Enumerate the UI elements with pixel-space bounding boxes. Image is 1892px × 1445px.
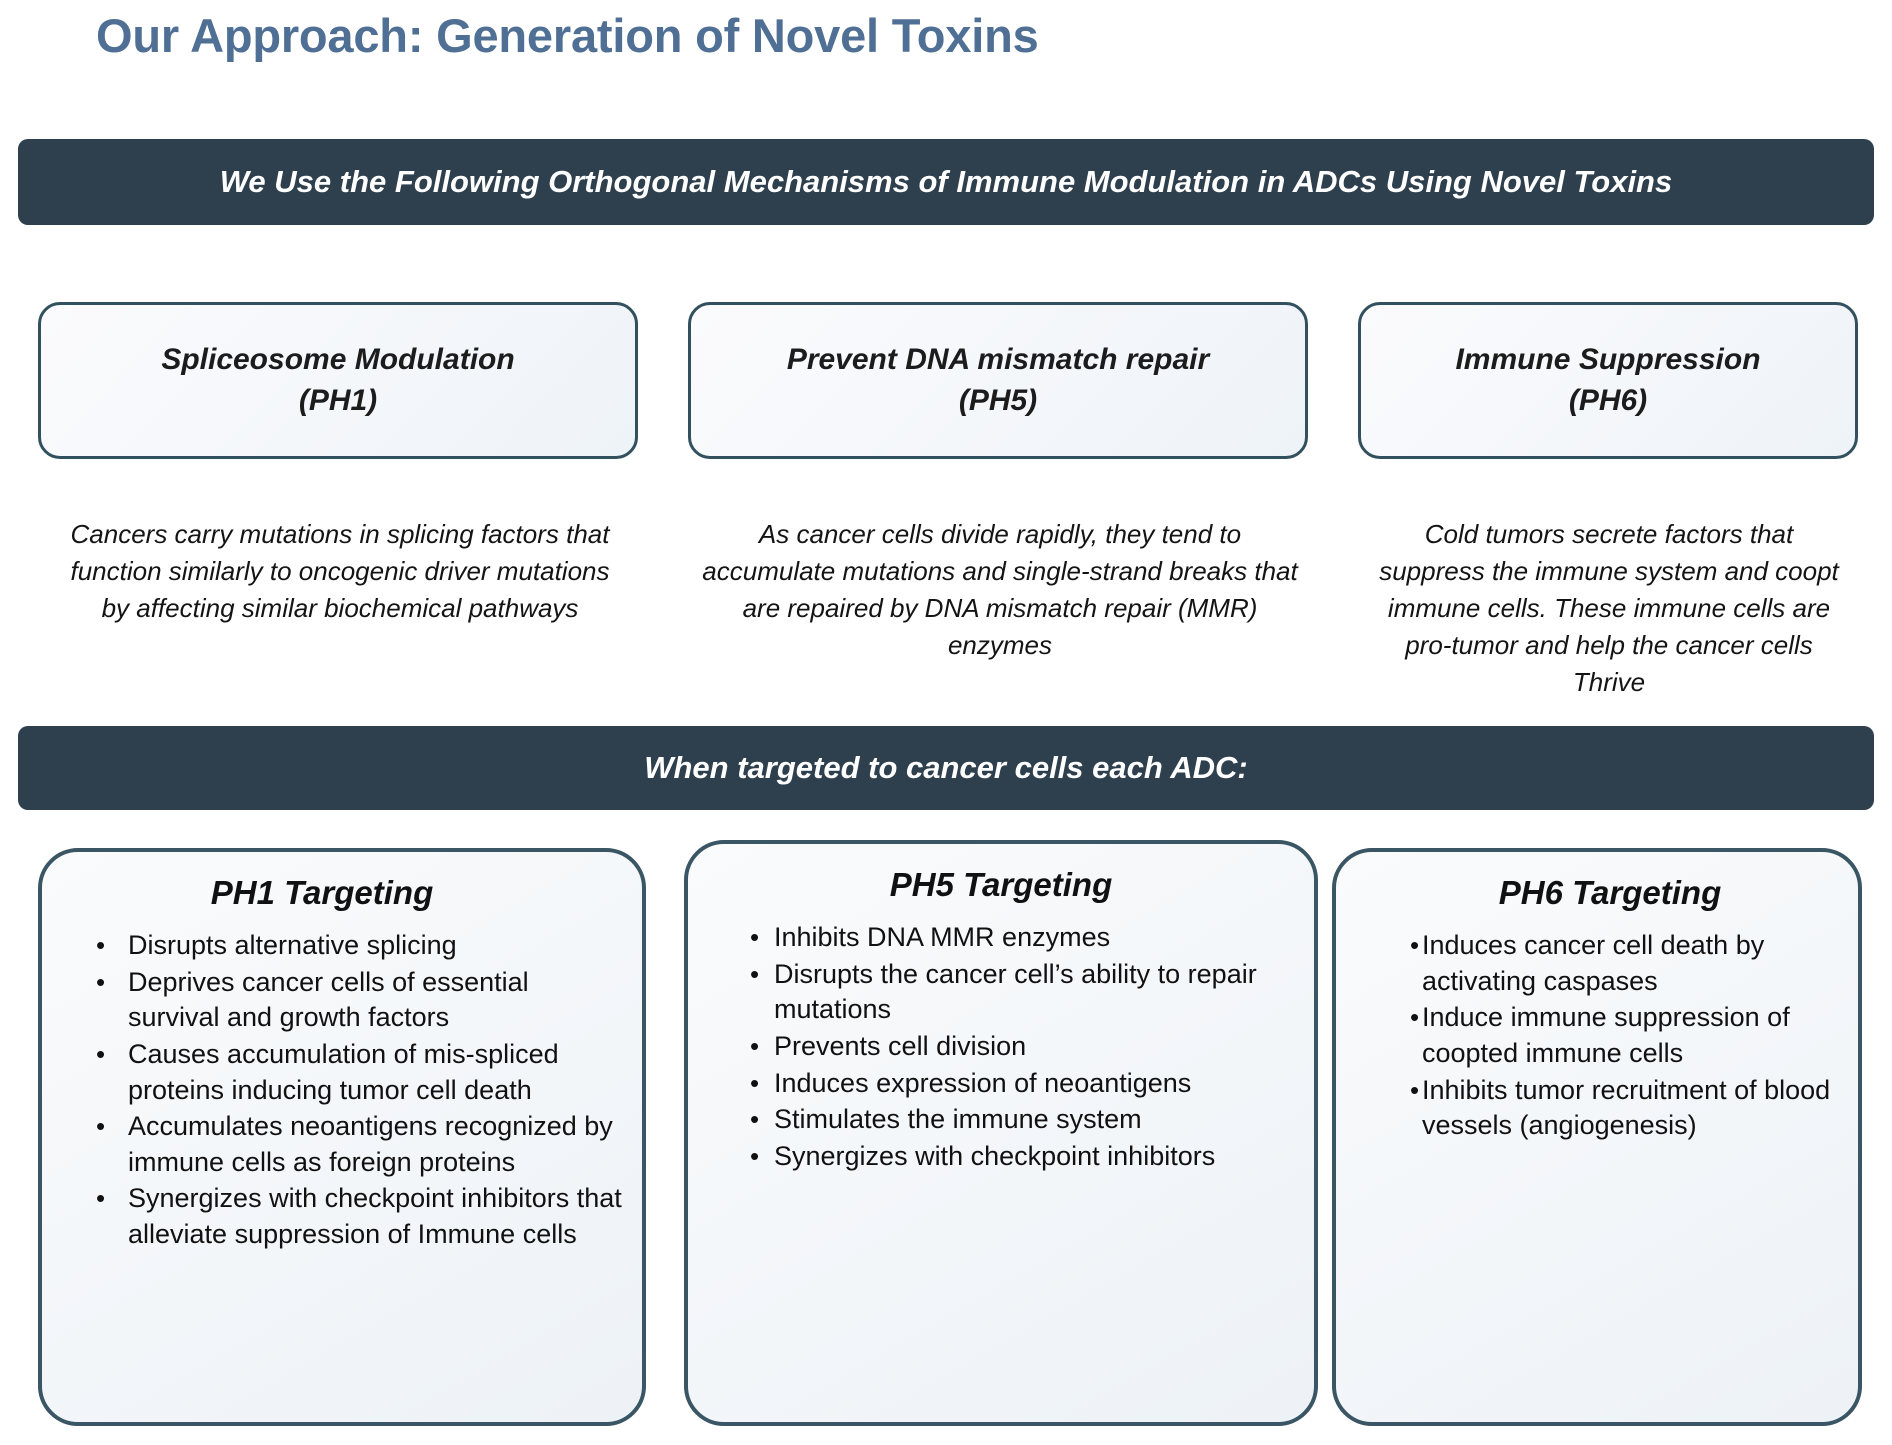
banner-mid-text: When targeted to cancer cells each ADC: — [644, 750, 1248, 785]
bullet-dot-icon: • — [750, 1067, 760, 1098]
list-item: • Inhibits DNA MMR enzymes — [708, 920, 1284, 956]
list-item: • Synergizes with checkpoint inhibitors t… — [62, 1181, 622, 1252]
list-item-label: Deprives cancer cells of essential survi… — [128, 966, 529, 1033]
bullet-dot-icon: • — [750, 1030, 760, 1061]
bullet-dot-icon: • — [750, 1140, 760, 1171]
targeting-title-ph6: PH6 Targeting — [1498, 874, 1722, 911]
mechanism-title-ph6: Immune Suppression — [1455, 343, 1761, 376]
list-item-label: Accumulates neoantigens recognized by im… — [128, 1111, 613, 1177]
bullet-dot-icon: • — [96, 1111, 106, 1142]
targeting-title-ph1: PH1 Targeting — [210, 874, 434, 911]
mechanism-card-row: Spliceosome Modulation (PH1) Prevent DNA… — [0, 302, 1892, 462]
list-item-label: Stimulates the immune system — [774, 1104, 1142, 1135]
targeting-bullet-list-ph6: •Induces cancer cell death by activating… — [1356, 928, 1838, 1144]
list-item: •Induce immune suppression of coopted im… — [1356, 1000, 1834, 1071]
list-item: • Disrupts the cancer cell’s ability to r… — [708, 957, 1284, 1028]
mechanism-code-ph6: (PH6) — [1568, 383, 1648, 417]
list-item: • Synergizes with checkpoint inhibitors — [708, 1139, 1284, 1175]
banner-orthogonal-mechanisms: We Use the Following Orthogonal Mechanis… — [18, 139, 1874, 225]
bullet-dot-icon: • — [96, 930, 106, 960]
list-item-label: Disrupts alternative splicing — [128, 930, 457, 960]
list-item: • Disrupts alternative splicing — [62, 928, 622, 964]
list-item: • Causes accumulation of mis-spliced prot… — [62, 1037, 622, 1108]
targeting-bullet-list-ph1: • Disrupts alternative splicing • Deprives … — [62, 928, 622, 1253]
list-item-label: Disrupts the cancer cell’s ability to re… — [774, 958, 1257, 1025]
list-item: •Induces cancer cell death by activating… — [1356, 928, 1834, 999]
mechanism-card-ph5[interactable]: Prevent DNA mismatch repair (PH5) — [688, 302, 1308, 459]
list-item: • Induces expression of neoantigens — [708, 1066, 1284, 1102]
list-item-label: Causes accumulation of mis-spliced prote… — [128, 1038, 559, 1105]
targeting-card-ph1[interactable]: PH1 Targeting • Disrupts alternative spli… — [38, 848, 646, 1426]
targeting-card-ph5[interactable]: PH5 Targeting •Inhibits DNA MMR enzymes•… — [684, 840, 1318, 1426]
mechanism-card-ph1[interactable]: Spliceosome Modulation (PH1) — [38, 302, 638, 459]
targeting-card-row: PH1 Targeting • Disrupts alternative spli… — [0, 840, 1892, 1428]
mechanism-title-ph1: Spliceosome Modulation — [161, 343, 515, 376]
mechanism-code-ph5: (PH5) — [958, 383, 1038, 417]
bullet-dot-icon: • — [1410, 930, 1420, 960]
mechanism-title-ph5: Prevent DNA mismatch repair — [786, 343, 1210, 376]
bullet-dot-icon: • — [750, 958, 760, 989]
bullet-dot-icon: • — [1410, 1002, 1420, 1033]
list-item-label: Synergizes with checkpoint inhibitors th… — [128, 1183, 622, 1249]
page-title: Our Approach: Generation of Novel Toxins — [96, 9, 1039, 62]
list-item: • Deprives cancer cells of essential surv… — [62, 965, 622, 1036]
bullet-dot-icon: • — [96, 966, 106, 997]
list-item-label: Synergizes with checkpoint inhibitors — [774, 1140, 1216, 1171]
list-item: •Inhibits tumor recruitment of blood ves… — [1356, 1073, 1834, 1144]
bullet-dot-icon: • — [96, 1038, 106, 1069]
list-item-label: Prevents cell division — [774, 1030, 1027, 1061]
banner-top-text: We Use the Following Orthogonal Mechanis… — [219, 164, 1673, 199]
list-item: • Accumulates neoantigens recognized by i… — [62, 1109, 622, 1180]
mechanism-code-ph1: (PH1) — [298, 383, 378, 417]
bullet-dot-icon: • — [750, 922, 760, 952]
mechanism-description-ph6: Cold tumors secrete factors that suppres… — [1379, 519, 1839, 697]
list-item-label: Induce immune suppression of coopted imm… — [1422, 1002, 1790, 1068]
list-item: • Stimulates the immune system — [708, 1102, 1284, 1138]
bullet-dot-icon: • — [1410, 1074, 1420, 1105]
list-item-label: Inhibits tumor recruitment of blood vess… — [1422, 1074, 1831, 1141]
list-item-label: Induces expression of neoantigens — [774, 1067, 1192, 1098]
targeting-title-ph5: PH5 Targeting — [889, 866, 1113, 903]
banner-when-targeted: When targeted to cancer cells each ADC: — [18, 726, 1874, 810]
targeting-card-ph6[interactable]: PH6 Targeting •Induces cancer cell death… — [1332, 848, 1862, 1426]
targeting-bullet-list-ph5: • Inhibits DNA MMR enzymes • Disrupts the c… — [708, 920, 1294, 1174]
list-item-label: Inhibits DNA MMR enzymes — [774, 922, 1111, 952]
list-item: • Prevents cell division — [708, 1029, 1284, 1065]
list-item-label: Induces cancer cell death by activating … — [1422, 930, 1765, 996]
bullet-dot-icon: • — [96, 1183, 106, 1214]
mechanism-description-ph1: Cancers carry mutations in splicing fact… — [70, 519, 610, 623]
mechanism-description-ph5: As cancer cells divide rapidly, they ten… — [702, 519, 1298, 660]
bullet-dot-icon: • — [750, 1104, 760, 1135]
mechanism-card-ph6[interactable]: Immune Suppression (PH6) — [1358, 302, 1858, 459]
